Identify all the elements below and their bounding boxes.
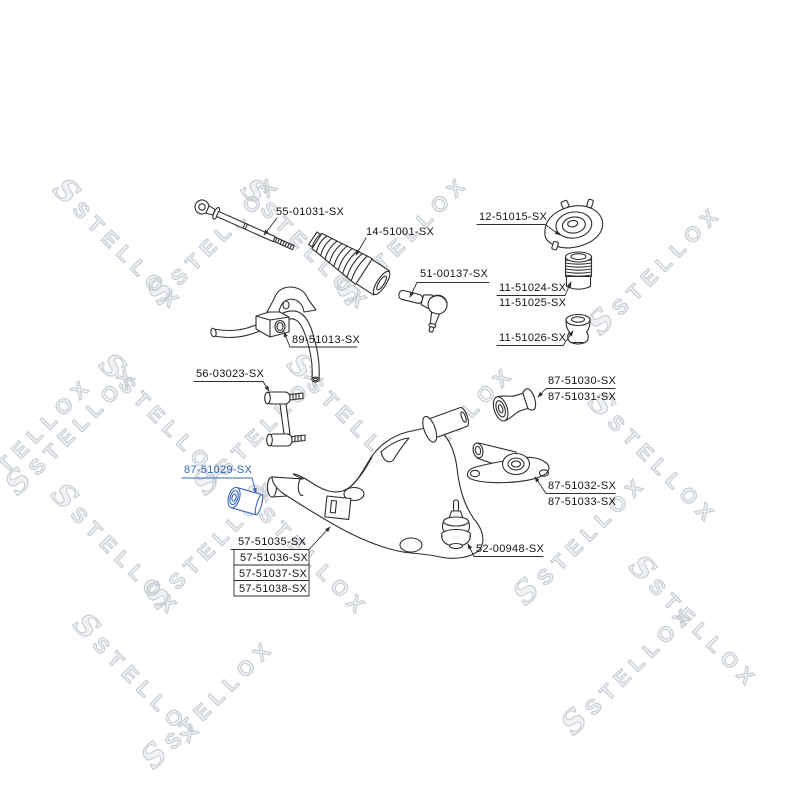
stabilizer-bushing-drawing xyxy=(255,309,290,338)
part-number-57-51035-SX[interactable]: 57-51035-SX xyxy=(238,536,307,548)
bump-stop-drawing xyxy=(565,313,591,345)
control-arm-drawing xyxy=(266,407,484,559)
part-number-87-51033-SX[interactable]: 87-51033-SX xyxy=(548,496,617,508)
part-number-89-51013-SX[interactable]: 89-51013-SX xyxy=(292,334,361,346)
part-number-87-51031-SX[interactable]: 87-51031-SX xyxy=(548,391,617,403)
part-number-14-51001-SX[interactable]: 14-51001-SX xyxy=(366,226,435,238)
steering-boot-drawing xyxy=(308,231,391,296)
tie-rod-end-drawing xyxy=(398,289,448,333)
part-number-51-00137-SX[interactable]: 51-00137-SX xyxy=(420,268,489,280)
ball-joint-drawing xyxy=(440,499,472,550)
stabilizer-link-drawing xyxy=(264,391,306,447)
part-number-87-51030-SX[interactable]: 87-51030-SX xyxy=(548,375,617,387)
leader-line-highlight xyxy=(181,477,257,494)
part-number-87-51029-SX-highlighted[interactable]: 87-51029-SX xyxy=(184,464,253,476)
part-number-56-03023-SX[interactable]: 56-03023-SX xyxy=(196,368,265,380)
strut-boot-drawing xyxy=(564,251,593,290)
arm-rear-bushing-drawing xyxy=(492,388,537,422)
control-arm-label-boxes xyxy=(233,549,310,597)
arm-front-bushing-drawing[interactable] xyxy=(226,486,264,516)
part-number-11-51024-SX[interactable]: 11-51024-SX xyxy=(499,282,567,294)
label-rules xyxy=(193,224,616,557)
strut-mount-drawing xyxy=(544,198,604,251)
part-number-12-51015-SX[interactable]: 12-51015-SX xyxy=(479,211,548,223)
part-number-87-51032-SX[interactable]: 87-51032-SX xyxy=(548,480,617,492)
part-number-57-51036-SX[interactable]: 57-51036-SX xyxy=(240,552,309,564)
stabilizer-bracket-drawing xyxy=(266,286,317,313)
part-number-57-51038-SX[interactable]: 57-51038-SX xyxy=(239,583,308,595)
part-number-55-01031-SX[interactable]: 55-01031-SX xyxy=(276,206,345,218)
tie-rod-axial-drawing xyxy=(194,199,295,251)
part-number-52-00948-SX[interactable]: 52-00948-SX xyxy=(476,543,545,555)
arm-bracket-drawing xyxy=(466,442,550,484)
part-number-11-51025-SX[interactable]: 11-51025-SX xyxy=(499,297,567,309)
part-number-57-51037-SX[interactable]: 57-51037-SX xyxy=(239,567,308,580)
leader-lines xyxy=(262,217,574,557)
part-number-11-51026-SX[interactable]: 11-51026-SX xyxy=(499,332,567,344)
